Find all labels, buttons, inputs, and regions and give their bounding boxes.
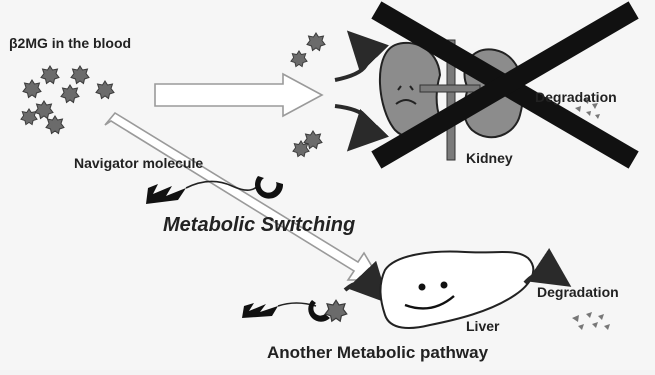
protein-icon (291, 51, 307, 67)
protein-icon (96, 81, 114, 99)
protein-icon (71, 66, 89, 84)
kidney-label: Kidney (466, 150, 513, 166)
curved-arrow-down (335, 106, 367, 140)
protein-icon (46, 116, 64, 134)
navigator-protein-complex-icon (242, 283, 378, 322)
protein-icon (23, 80, 41, 98)
kidney-degradation-label: Degradation (535, 89, 617, 105)
metabolic-switching-label: Metabolic Switching (163, 214, 355, 237)
another-pathway-label: Another Metabolic pathway (267, 343, 488, 363)
protein-icon (41, 66, 59, 84)
blood-label: β2MG in the blood (9, 35, 131, 51)
navigator-label: Navigator molecule (74, 155, 203, 171)
protein-icon (307, 33, 325, 51)
liver-degradation-label: Degradation (537, 284, 619, 300)
blood-protein-cluster (21, 66, 114, 134)
protein-icon (35, 101, 53, 119)
arrow-to-liver (105, 113, 380, 280)
protein-icon (21, 109, 37, 125)
curved-arrow-up (335, 42, 367, 80)
protein-icon (61, 85, 79, 103)
liver-label: Liver (466, 318, 499, 334)
arrow-to-kidney (155, 74, 322, 116)
